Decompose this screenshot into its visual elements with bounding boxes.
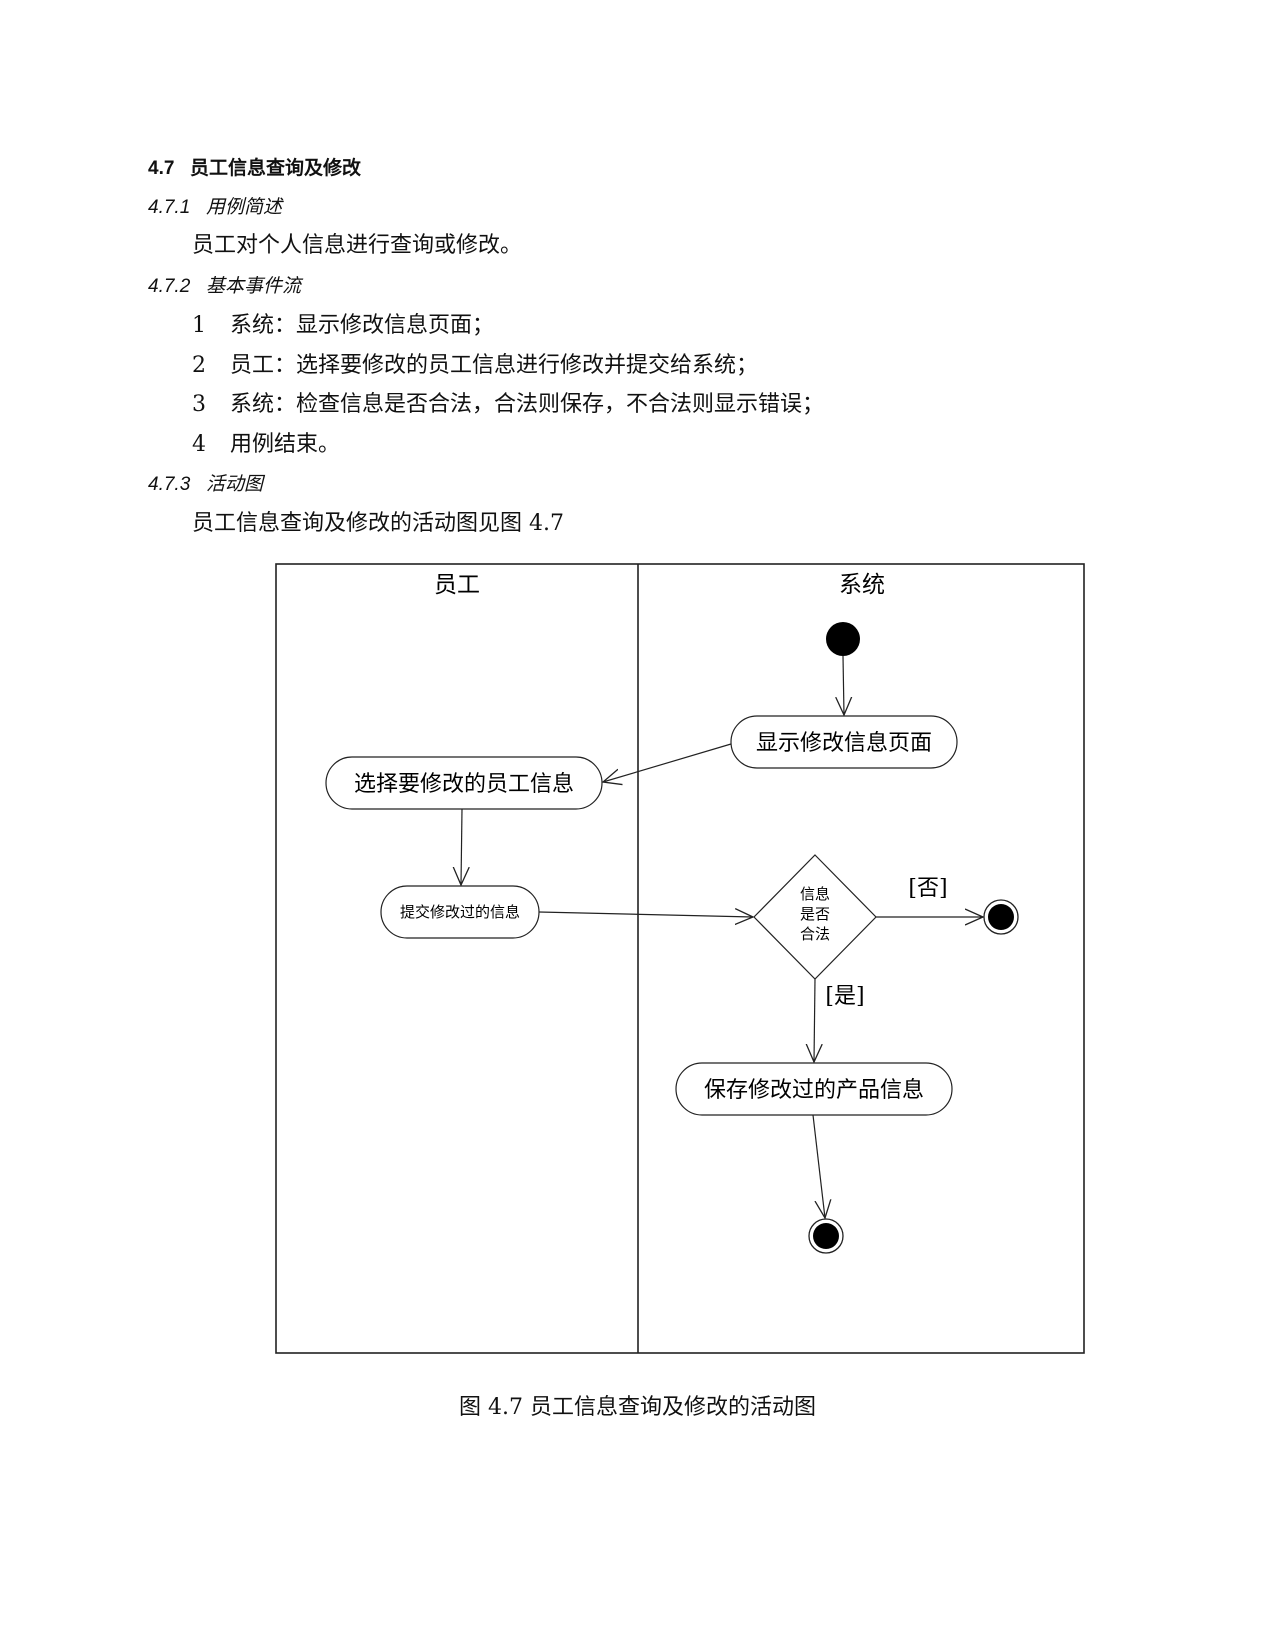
activity-save-label: 保存修改过的产品信息 xyxy=(704,1078,924,1103)
usecase-summary: 员工对个人信息进行查询或修改。 xyxy=(192,233,523,258)
diagram-reference: 员工信息查询及修改的活动图见图 4.7 xyxy=(192,511,564,536)
subsection-number-1: 4.7.1 xyxy=(148,197,191,218)
flow-step-1: 1 系统：显示修改信息页面； xyxy=(192,311,494,341)
section-heading: 4.7 员工信息查询及修改 xyxy=(148,156,361,182)
flow-step-4: 4 用例结束。 xyxy=(192,430,340,460)
guard-no-label: [否] xyxy=(908,876,947,901)
edge-save-to-end xyxy=(812,1114,825,1218)
edge-decision-yes xyxy=(814,978,815,1062)
activity-save xyxy=(675,1062,953,1116)
subsection-heading-3: 4.7.3 活动图 xyxy=(148,471,263,498)
lane-header-system: 系统 xyxy=(839,572,885,598)
figure-caption: 图 4.7 员工信息查询及修改的活动图 xyxy=(459,1395,816,1420)
edge-start-to-show-page xyxy=(843,655,844,715)
subsection-title-2: 基本事件流 xyxy=(206,275,302,297)
flow-step-3: 3 系统：检查信息是否合法，合法则保存，不合法则显示错误； xyxy=(192,390,824,420)
flow-step-text: 系统：检查信息是否合法，合法则保存，不合法则显示错误； xyxy=(230,392,825,417)
subsection-heading-2: 4.7.2 基本事件流 xyxy=(148,273,301,300)
final-node-reject-core xyxy=(988,904,1014,930)
subsection-title-3: 活动图 xyxy=(206,473,264,495)
subsection-heading-1: 4.7.1 用例简述 xyxy=(148,194,282,221)
flow-step-index: 1 xyxy=(192,313,206,338)
decision-label-line-3: 合法 xyxy=(800,925,830,943)
subsection-title-1: 用例简述 xyxy=(206,196,283,218)
flow-step-index: 2 xyxy=(192,353,206,378)
activity-show-page-label: 显示修改信息页面 xyxy=(756,731,932,756)
guard-yes-label: [是] xyxy=(825,984,864,1009)
subsection-number-2: 4.7.2 xyxy=(148,276,191,297)
flow-step-text: 员工：选择要修改的员工信息进行修改并提交给系统； xyxy=(230,353,759,378)
initial-node xyxy=(826,622,860,656)
flow-step-index: 3 xyxy=(192,392,206,417)
section-number: 4.7 xyxy=(148,158,175,179)
decision-label-line-1: 信息 xyxy=(800,885,830,903)
flow-step-text: 用例结束。 xyxy=(230,432,341,457)
activity-show-page xyxy=(730,715,958,769)
flow-step-index: 4 xyxy=(192,432,206,457)
flow-step-text: 系统：显示修改信息页面； xyxy=(230,313,495,338)
final-node-end-core xyxy=(813,1223,839,1249)
decision-label-line-2: 是否 xyxy=(800,905,830,923)
subsection-number-3: 4.7.3 xyxy=(148,474,191,495)
edge-show-page-to-select xyxy=(603,743,732,782)
flow-step-2: 2 员工：选择要修改的员工信息进行修改并提交给系统； xyxy=(192,351,758,381)
activity-select-info-label: 选择要修改的员工信息 xyxy=(354,772,574,797)
edge-select-to-submit xyxy=(461,808,462,885)
section-title: 员工信息查询及修改 xyxy=(190,158,362,179)
swimlane-frame xyxy=(275,563,1085,1354)
activity-submit-label: 提交修改过的信息 xyxy=(400,903,520,921)
activity-select-info xyxy=(325,756,603,810)
lane-header-employee: 员工 xyxy=(434,572,480,598)
edge-submit-to-decision xyxy=(538,912,753,917)
